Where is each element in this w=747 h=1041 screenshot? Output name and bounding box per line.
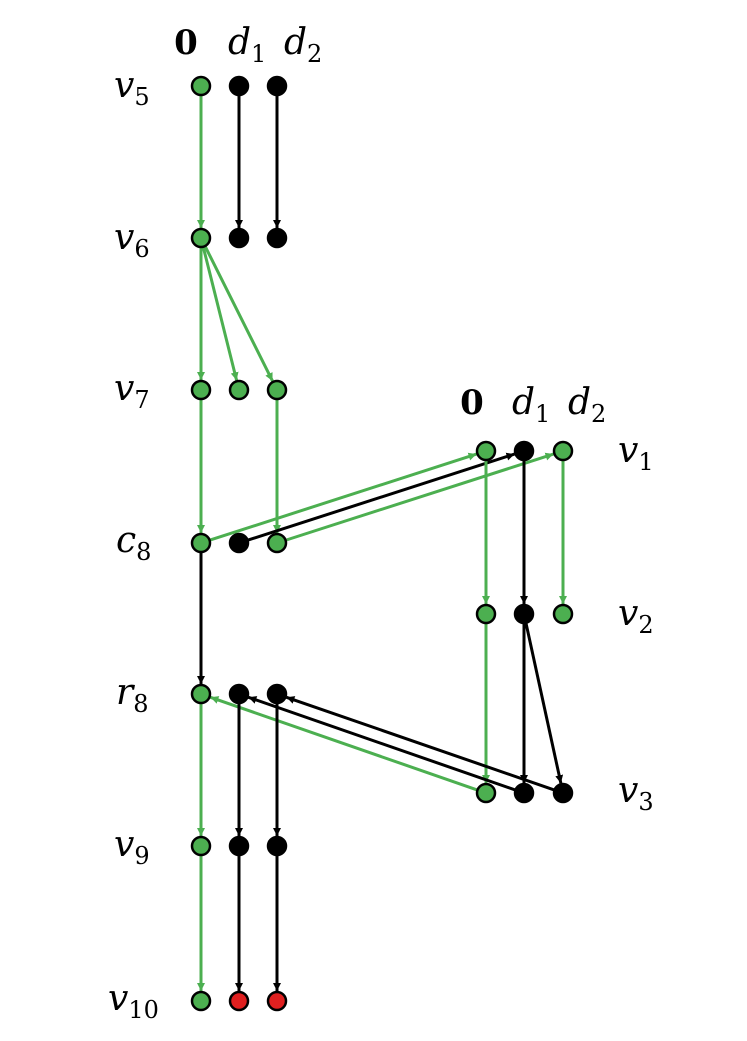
node-v1-d1 [513,440,535,462]
node-v3-d1 [513,782,535,804]
node-v7-0 [190,379,212,401]
row-label-v2: v2 [618,593,654,639]
node-v3-d2 [552,782,574,804]
node-v10-d1 [228,990,250,1012]
node-r8-d2 [266,683,288,705]
row-label-v7: v7 [114,368,150,414]
node-v1-d2 [552,440,574,462]
node-r8-d1 [228,683,250,705]
edges-layer [197,95,567,991]
left-header-d1: d1 [228,22,266,68]
node-v10-d2 [266,990,288,1012]
nodes-layer [190,75,574,1012]
left-header-zero: 0 [174,23,198,63]
row-label-v10: v10 [108,978,159,1024]
edge-v6-0-to-v7-d2 [203,245,274,382]
edge-c8-0-to-v1-0 [209,452,477,542]
node-v5-0 [190,75,212,97]
edge-v3-0-to-r8-0 [209,695,478,792]
node-v2-d2 [552,603,574,625]
node-v9-d1 [228,835,250,857]
node-v3-0 [475,782,497,804]
row-label-v5: v5 [114,65,150,111]
row-label-v3: v3 [618,770,654,816]
node-v1-0 [475,440,497,462]
node-c8-0 [190,532,212,554]
node-v2-d1 [513,603,535,625]
node-v10-0 [190,990,212,1012]
edge-c8-d1-to-v1-d1 [247,452,515,542]
row-label-v6: v6 [114,217,150,263]
node-v6-0 [190,227,212,249]
node-c8-d1 [228,532,250,554]
edge-v3-d2-to-r8-d2 [285,695,555,792]
edge-c8-d2-to-v1-d2 [285,452,554,542]
node-r8-0 [190,683,212,705]
row-label-c8: c8 [116,520,151,566]
node-v7-d1 [228,379,250,401]
right-header-d1: d1 [512,382,550,428]
edge-v2-d1-to-v3-d2 [524,622,564,784]
edge-v6-0-to-v7-d1 [201,246,239,381]
node-v2-0 [475,603,497,625]
row-label-v9: v9 [114,824,150,870]
left-header-d2: d2 [284,22,322,68]
node-v6-d1 [228,227,250,249]
row-label-v1: v1 [618,430,654,476]
right-header-zero: 0 [460,383,484,423]
node-v6-d2 [266,227,288,249]
node-v9-0 [190,835,212,857]
node-v9-d2 [266,835,288,857]
node-v7-d2 [266,379,288,401]
edge-v3-d1-to-r8-d1 [247,695,516,792]
node-v5-d2 [266,75,288,97]
node-v5-d1 [228,75,250,97]
row-label-r8: r8 [116,672,149,718]
node-c8-d2 [266,532,288,554]
right-header-d2: d2 [568,382,606,428]
